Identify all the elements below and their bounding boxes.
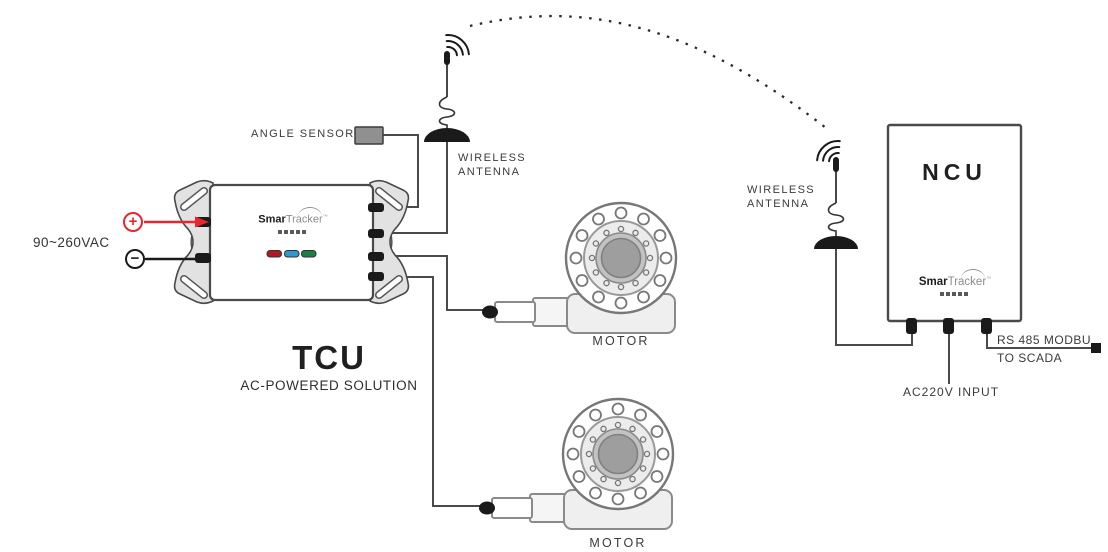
antenna-tip — [444, 51, 450, 65]
negative-terminal: − — [125, 249, 145, 269]
antenna-tip — [833, 157, 839, 172]
ncu-title: NCU — [922, 159, 987, 185]
brand-tagline-cn — [940, 292, 970, 296]
wireless-word: WIRELESS — [747, 184, 816, 196]
ncu-connectors — [906, 318, 992, 334]
brand-wordmark: SmarTracker™ — [918, 269, 992, 288]
ncu-enclosure — [886, 123, 1023, 323]
brand-tagline-cn — [278, 230, 308, 234]
tcu-connector-negative — [195, 253, 211, 263]
signal-arcs — [445, 34, 470, 57]
rs485-label: RS 485 MODBU TO SCADA — [997, 332, 1091, 367]
motor-1 — [480, 201, 678, 335]
wire-motor-1 — [378, 255, 487, 311]
tcu-wireless-antenna — [424, 34, 470, 142]
angle-sensor-box — [354, 126, 384, 145]
antenna-dome-base — [814, 236, 858, 249]
tcu-subtitle: AC-POWERED SOLUTION — [240, 378, 418, 393]
scada-terminal-square — [1091, 343, 1101, 353]
ncu-connector-rs485 — [981, 318, 992, 334]
tcu-caption: TCU AC-POWERED SOLUTION — [229, 339, 429, 394]
led-red — [266, 250, 282, 258]
ncu-wireless-antenna — [814, 140, 858, 249]
ncu-connector-antenna — [906, 318, 917, 334]
rs485-line1: RS 485 MODBU — [997, 333, 1092, 347]
tcu-brand-logo: SmarTracker™ — [250, 207, 336, 234]
antenna-coil — [438, 96, 456, 128]
tcu-title: TCU — [292, 339, 366, 376]
rs485-line2: TO SCADA — [997, 350, 1063, 365]
wire-ncu-antenna — [835, 248, 913, 346]
antenna-dome-base — [424, 128, 470, 142]
wire-tcu-antenna — [378, 141, 448, 234]
tcu-connector-antenna — [368, 229, 384, 238]
ncu-unit — [886, 123, 1023, 334]
brand-arc-icon — [297, 207, 322, 217]
ncu-brand-logo: SmarTracker™ — [913, 269, 997, 296]
brand-arc-icon — [961, 269, 986, 279]
tcu-connector-motor1 — [368, 252, 384, 261]
positive-terminal: + — [123, 212, 143, 232]
led-green — [301, 250, 317, 258]
brand-bold-part: Smar — [918, 276, 948, 288]
wireless-word: WIRELESS — [458, 152, 527, 164]
wire-rs485 — [986, 332, 1092, 349]
brand-wordmark: SmarTracker™ — [258, 207, 328, 226]
trademark-symbol: ™ — [986, 276, 992, 283]
power-input-wires — [144, 216, 209, 261]
signal-arcs — [816, 140, 841, 163]
led-blue — [284, 250, 300, 258]
ncu-connector-power — [943, 318, 954, 334]
antenna-word: ANTENNA — [747, 198, 810, 210]
angle-sensor-label: ANGLE SENSOR — [251, 128, 355, 140]
ncu-power-label: AC220V INPUT — [903, 385, 1000, 399]
antenna-word: ANTENNA — [458, 166, 521, 178]
tcu-connector-motor2 — [368, 272, 384, 281]
tcu-bracket-left — [175, 181, 213, 304]
motor-2 — [477, 397, 675, 531]
tcu-connector-sensor — [368, 203, 384, 212]
tcu-unit — [175, 181, 409, 304]
tcu-power-label: 90~260VAC — [33, 235, 110, 250]
motor-1-label: MOTOR — [592, 334, 650, 348]
trademark-symbol: ™ — [322, 214, 328, 221]
positive-wire-arrowhead — [195, 216, 209, 228]
tcu-bracket-right — [370, 181, 408, 304]
tcu-antenna-label: WIRELESS ANTENNA — [458, 151, 526, 179]
ncu-antenna-label: WIRELESS ANTENNA — [747, 183, 815, 211]
antenna-coil — [827, 202, 845, 236]
motor-2-label: MOTOR — [589, 536, 647, 550]
tcu-enclosure — [208, 183, 375, 302]
wireless-link-dotted-arc — [469, 14, 827, 129]
tcu-led-indicators — [266, 250, 317, 258]
brand-bold-part: Smar — [258, 214, 286, 226]
